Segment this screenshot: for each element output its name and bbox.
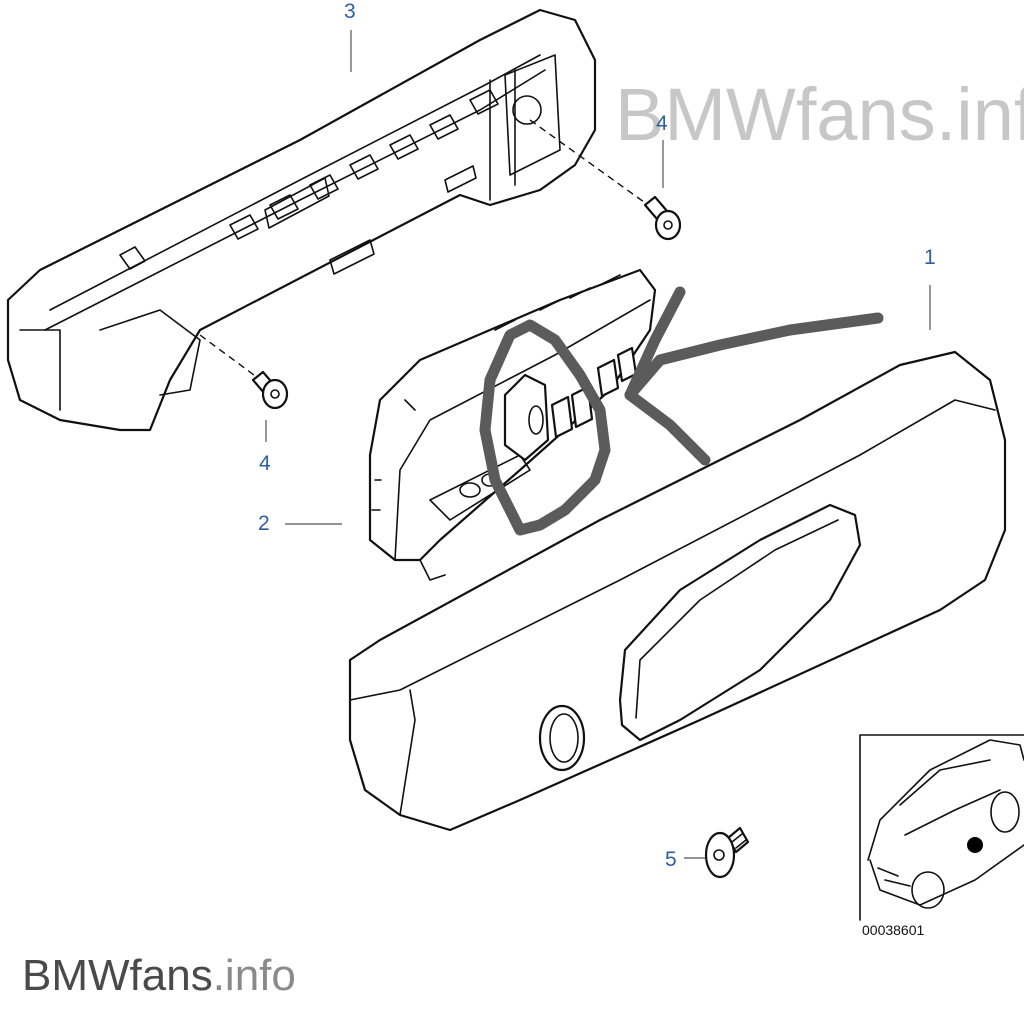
- part-1-seat-trim-panel: [348, 350, 1007, 832]
- callout-1: 1: [924, 246, 936, 269]
- highlight-arrow-shaft: [624, 312, 884, 401]
- part-3-seat-frame: [6, 8, 597, 432]
- highlight-arrow-head: [624, 286, 711, 466]
- part-5-screw: [704, 826, 750, 879]
- highlight-circle: [479, 319, 611, 536]
- callout-5: 5: [665, 848, 677, 871]
- callout-2: 2: [258, 512, 270, 535]
- part-4-screw-left: [199, 334, 289, 410]
- part-2-seat-switch-module: [368, 268, 657, 581]
- highlight-annotation: [479, 286, 884, 536]
- watermark-top: BMWfans.info: [615, 73, 1024, 156]
- leader-lines: [265, 30, 931, 859]
- callout-4-left: 4: [259, 452, 271, 475]
- part-4-screw-top: [529, 119, 682, 241]
- watermark-bottom: BMWfans.info: [22, 951, 296, 1000]
- callout-4-top: 4: [656, 112, 668, 135]
- frame-bolt-hole: [512, 95, 542, 125]
- inset-code: 00038601: [862, 922, 925, 938]
- callout-3: 3: [344, 0, 356, 23]
- inset-car-location: 00038601: [859, 734, 1024, 938]
- location-dot: [967, 837, 983, 853]
- trim-round-button: [538, 704, 586, 772]
